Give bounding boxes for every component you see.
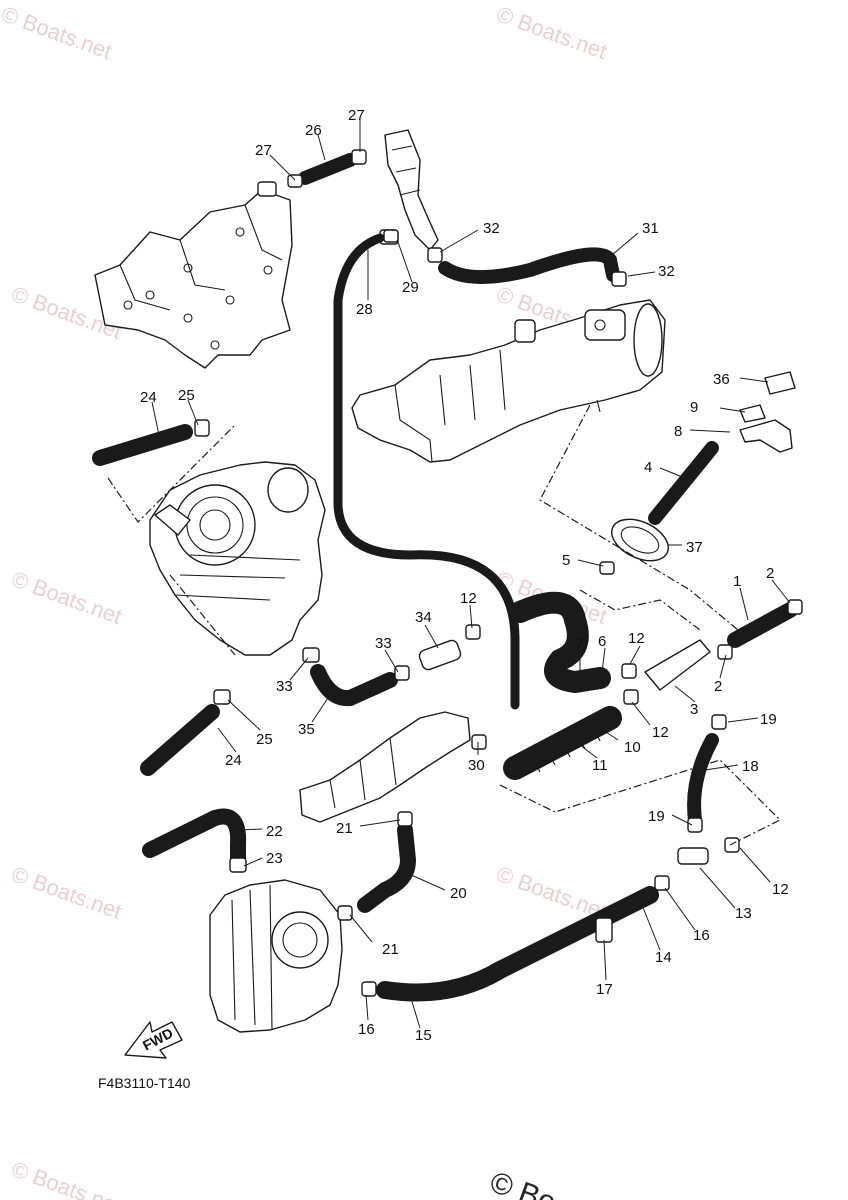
reference-lines bbox=[107, 404, 782, 846]
callout-30: 30 bbox=[468, 757, 485, 774]
callout-12: 12 bbox=[628, 630, 645, 647]
watermark: © Boats.net bbox=[8, 1156, 125, 1200]
callout-15: 15 bbox=[415, 1027, 432, 1044]
callout-7: 7 bbox=[575, 635, 583, 652]
callout-33: 33 bbox=[375, 635, 392, 652]
callout-29: 29 bbox=[402, 279, 419, 296]
callout-2: 2 bbox=[714, 678, 722, 695]
callout-12: 12 bbox=[652, 724, 669, 741]
exhaust-pipe bbox=[351, 299, 666, 463]
corner-watermark: © Boats.net bbox=[486, 1166, 646, 1200]
callout-24: 24 bbox=[225, 752, 242, 769]
callout-13: 13 bbox=[735, 905, 752, 922]
callout-8: 8 bbox=[674, 423, 682, 440]
callout-18: 18 bbox=[742, 758, 759, 775]
callout-12: 12 bbox=[460, 590, 477, 607]
callout-3: 3 bbox=[690, 701, 698, 718]
cooling-block bbox=[299, 711, 471, 823]
watermark: © Boats.net bbox=[8, 861, 125, 924]
callout-5: 5 bbox=[562, 552, 570, 569]
fittings bbox=[194, 149, 803, 997]
callout-37: 37 bbox=[686, 539, 703, 556]
callout-27: 27 bbox=[348, 107, 365, 124]
callout-21: 21 bbox=[336, 820, 353, 837]
callout-16: 16 bbox=[358, 1021, 375, 1038]
callout-6: 6 bbox=[598, 633, 606, 650]
exhaust-manifold bbox=[94, 181, 293, 369]
callout-1: 1 bbox=[733, 573, 741, 590]
callout-10: 10 bbox=[624, 739, 641, 756]
callout-9: 9 bbox=[690, 399, 698, 416]
callout-17: 17 bbox=[596, 981, 613, 998]
callout-numbers: 27 26 27 32 31 32 28 29 24 25 36 9 8 4 3… bbox=[140, 107, 789, 1044]
callout-25: 25 bbox=[178, 387, 195, 404]
callout-22: 22 bbox=[266, 823, 283, 840]
callout-23: 23 bbox=[266, 850, 283, 867]
callout-35: 35 bbox=[298, 721, 315, 738]
pump-housing bbox=[209, 879, 343, 1033]
callout-19: 19 bbox=[760, 711, 777, 728]
callout-26: 26 bbox=[305, 122, 322, 139]
fwd-arrow-icon: FWD bbox=[124, 1021, 183, 1059]
callout-32: 32 bbox=[658, 263, 675, 280]
diagram-code: F4B3110-T140 bbox=[98, 1075, 191, 1091]
callout-21: 21 bbox=[382, 941, 399, 958]
watermark: © Boats.net bbox=[493, 1, 610, 64]
callout-24: 24 bbox=[140, 389, 157, 406]
callout-27: 27 bbox=[255, 142, 272, 159]
callout-12: 12 bbox=[772, 881, 789, 898]
callout-20: 20 bbox=[450, 885, 467, 902]
leader-lines bbox=[151, 118, 791, 1029]
callout-32: 32 bbox=[483, 220, 500, 237]
callout-28: 28 bbox=[356, 301, 373, 318]
callout-2: 2 bbox=[766, 565, 774, 582]
callout-16: 16 bbox=[693, 927, 710, 944]
supercharger bbox=[149, 461, 326, 656]
callout-11: 11 bbox=[592, 757, 608, 774]
callout-36: 36 bbox=[713, 371, 730, 388]
callout-34: 34 bbox=[415, 609, 432, 626]
callout-25: 25 bbox=[256, 731, 273, 748]
watermark: © Boats.net bbox=[8, 566, 125, 629]
callout-31: 31 bbox=[642, 220, 659, 237]
watermark: © Boats.net bbox=[0, 1, 115, 64]
callout-19: 19 bbox=[648, 808, 665, 825]
callout-4: 4 bbox=[644, 459, 652, 476]
callout-14: 14 bbox=[655, 949, 672, 966]
callout-33: 33 bbox=[276, 678, 293, 695]
